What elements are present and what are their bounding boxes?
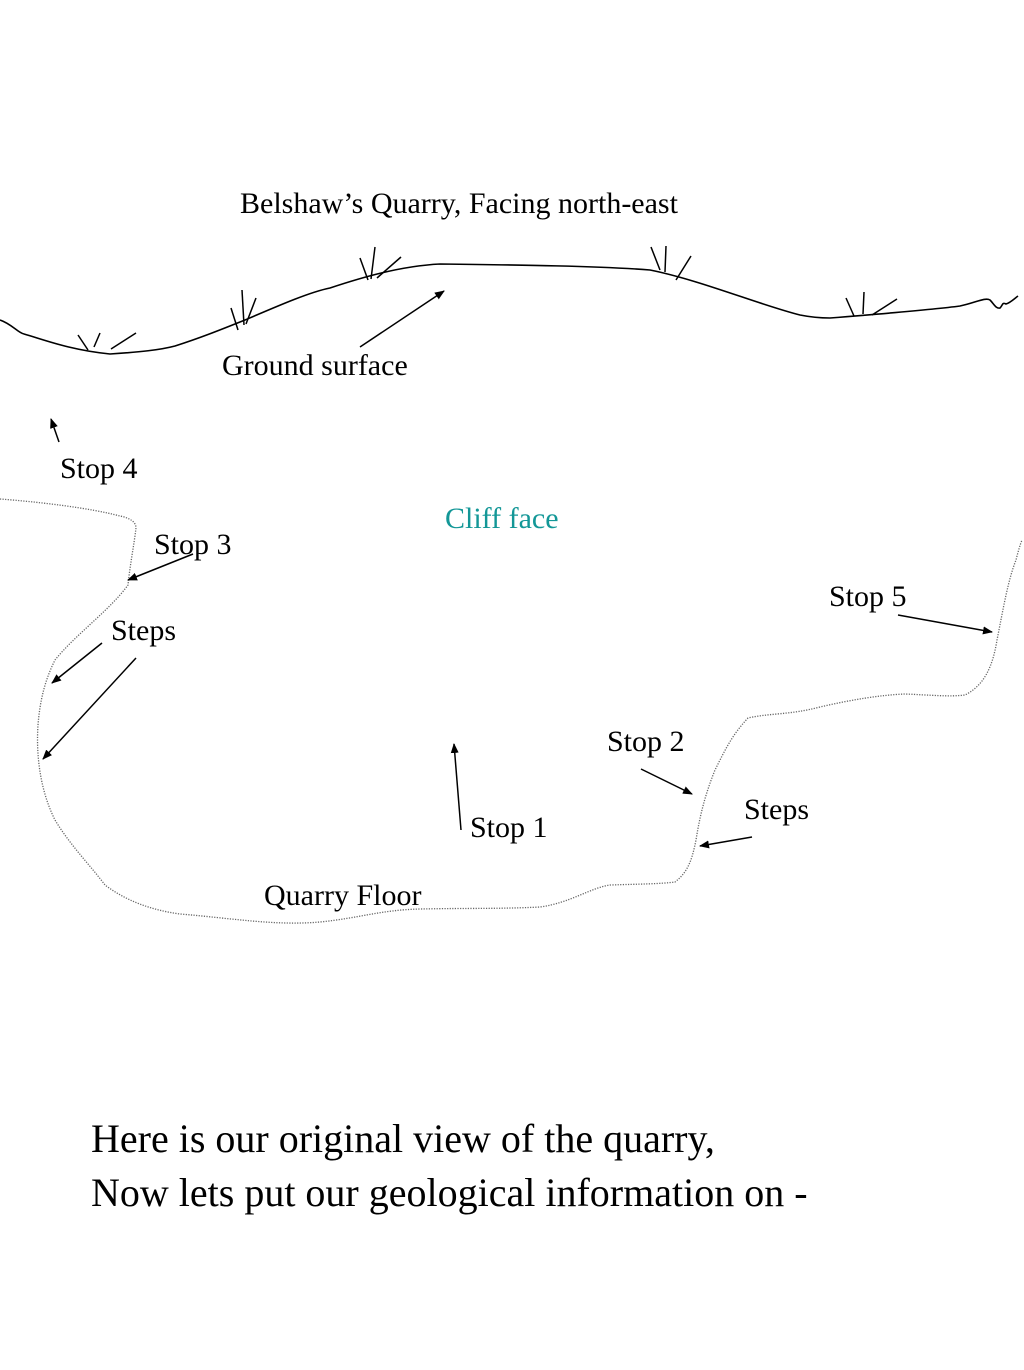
diagram-title: Belshaw’s Quarry, Facing north-east (240, 187, 679, 220)
stop3-label: Stop 3 (154, 528, 232, 561)
stop4-label: Stop 4 (60, 452, 138, 485)
quarry-floor-label: Quarry Floor (264, 879, 421, 912)
caption-line-2: Now lets put our geological information … (91, 1170, 808, 1215)
stop2-arrow (640, 768, 693, 795)
steps-left-label: Steps (111, 614, 176, 647)
steps-right-label: Steps (744, 793, 809, 826)
stop1-arrow (450, 743, 462, 831)
caption-line-1: Here is our original view of the quarry, (91, 1116, 715, 1161)
stop2-label: Stop 2 (607, 725, 685, 758)
ground-surface-label: Ground surface (222, 349, 408, 382)
steps-right-arrow (699, 836, 753, 849)
steps-left-arrow-1 (51, 642, 103, 684)
ground-surface-line (0, 263, 1019, 355)
cliff-face-label: Cliff face (445, 502, 559, 535)
stop4-arrow (50, 418, 60, 443)
stop1-label: Stop 1 (470, 811, 548, 844)
stop3-arrow (127, 553, 194, 581)
steps-left-arrow-2 (42, 657, 137, 760)
grass-tufts (77, 245, 898, 351)
ground-surface-arrow (359, 290, 445, 348)
stop5-label: Stop 5 (829, 580, 907, 613)
stop5-arrow (897, 614, 993, 635)
quarry-outline (0, 498, 1023, 924)
